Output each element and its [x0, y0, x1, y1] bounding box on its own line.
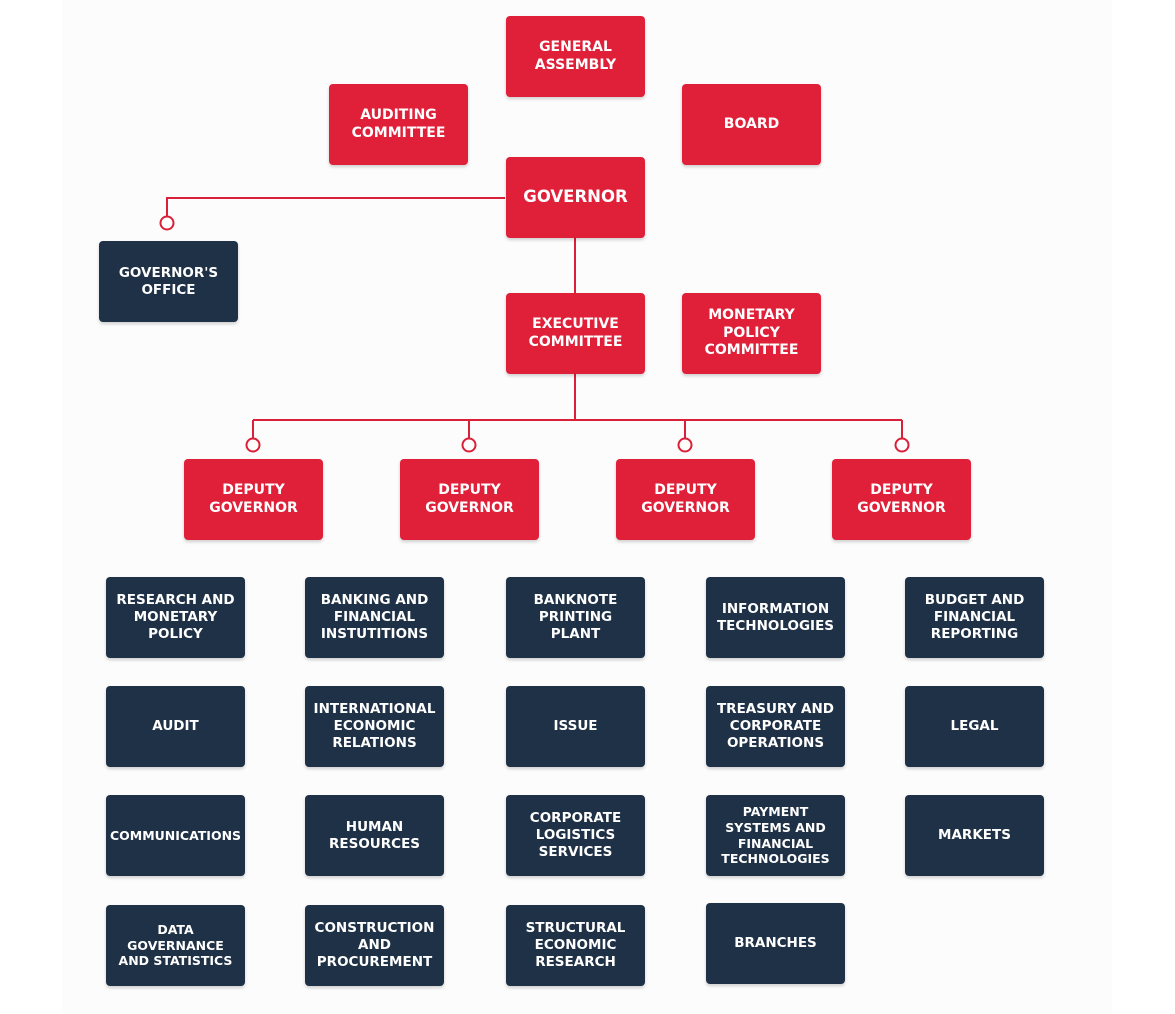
department-label: BANKING AND FINANCIAL INSTUTITIONS	[320, 592, 429, 642]
department-label: CORPORATE LOGISTICS SERVICES	[529, 810, 622, 860]
department-box: TREASURY AND CORPORATE OPERATIONS	[706, 686, 845, 767]
department-label: BANKNOTE PRINTING PLANT	[533, 592, 618, 642]
department-label: CONSTRUCTION AND PROCUREMENT	[314, 920, 435, 970]
department-label: HUMAN RESOURCES	[328, 818, 421, 852]
deputy-governor-box: DEPUTY GOVERNOR	[184, 459, 323, 540]
department-label: BRANCHES	[734, 935, 817, 952]
governors-office-label: GOVERNOR'S OFFICE	[118, 264, 219, 298]
department-label: COMMUNICATIONS	[109, 827, 242, 843]
department-label: AUDIT	[152, 718, 199, 735]
deputy-governor-label: DEPUTY GOVERNOR	[641, 482, 730, 516]
department-box: INTERNATIONAL ECONOMIC RELATIONS	[305, 686, 444, 767]
department-label: STRUCTURAL ECONOMIC RESEARCH	[525, 920, 626, 970]
department-box: AUDIT	[106, 686, 245, 767]
department-label: DATA GOVERNANCE AND STATISTICS	[118, 922, 233, 969]
department-box: CONSTRUCTION AND PROCUREMENT	[305, 905, 444, 986]
board-box: BOARD	[682, 84, 821, 165]
department-box: COMMUNICATIONS	[106, 795, 245, 876]
department-box: STRUCTURAL ECONOMIC RESEARCH	[506, 905, 645, 986]
department-box: RESEARCH AND MONETARY POLICY	[106, 577, 245, 658]
department-label: PAYMENT SYSTEMS AND FINANCIAL TECHNOLOGI…	[721, 804, 830, 867]
deputy-governor-box: DEPUTY GOVERNOR	[832, 459, 971, 540]
department-box: BANKING AND FINANCIAL INSTUTITIONS	[305, 577, 444, 658]
department-label: INTERNATIONAL ECONOMIC RELATIONS	[313, 701, 436, 751]
department-label: RESEARCH AND MONETARY POLICY	[116, 592, 235, 642]
deputy-governor-label: DEPUTY GOVERNOR	[857, 482, 946, 516]
department-label: LEGAL	[950, 718, 999, 735]
deputy-governor-box: DEPUTY GOVERNOR	[616, 459, 755, 540]
department-label: TREASURY AND CORPORATE OPERATIONS	[716, 701, 835, 751]
governor-box: GOVERNOR	[506, 157, 645, 238]
board-label: BOARD	[723, 115, 780, 132]
department-box: LEGAL	[905, 686, 1044, 767]
auditing-committee-label: AUDITING COMMITTEE	[351, 107, 446, 141]
department-box: MARKETS	[905, 795, 1044, 876]
auditing-committee-box: AUDITING COMMITTEE	[329, 84, 468, 165]
department-box: CORPORATE LOGISTICS SERVICES	[506, 795, 645, 876]
department-box: INFORMATION TECHNOLOGIES	[706, 577, 845, 658]
deputy-governor-label: DEPUTY GOVERNOR	[209, 482, 298, 516]
department-label: BUDGET AND FINANCIAL REPORTING	[924, 592, 1025, 642]
department-label: INFORMATION TECHNOLOGIES	[716, 600, 835, 634]
deputy-governor-label: DEPUTY GOVERNOR	[425, 482, 514, 516]
department-box: HUMAN RESOURCES	[305, 795, 444, 876]
monetary-policy-committee-label: MONETARY POLICY COMMITTEE	[704, 307, 799, 359]
deputy-governor-box: DEPUTY GOVERNOR	[400, 459, 539, 540]
governors-office-box: GOVERNOR'S OFFICE	[99, 241, 238, 322]
general-assembly-box: GENERAL ASSEMBLY	[506, 16, 645, 97]
department-box: BRANCHES	[706, 903, 845, 984]
governor-label: GOVERNOR	[523, 187, 628, 207]
executive-committee-label: EXECUTIVE COMMITTEE	[528, 316, 623, 350]
department-box: BANKNOTE PRINTING PLANT	[506, 577, 645, 658]
monetary-policy-committee-box: MONETARY POLICY COMMITTEE	[682, 293, 821, 374]
department-box: DATA GOVERNANCE AND STATISTICS	[106, 905, 245, 986]
department-label: MARKETS	[938, 827, 1011, 844]
department-box: BUDGET AND FINANCIAL REPORTING	[905, 577, 1044, 658]
department-box: ISSUE	[506, 686, 645, 767]
department-label: ISSUE	[553, 718, 598, 735]
department-box: PAYMENT SYSTEMS AND FINANCIAL TECHNOLOGI…	[706, 795, 845, 876]
executive-committee-box: EXECUTIVE COMMITTEE	[506, 293, 645, 374]
general-assembly-label: GENERAL ASSEMBLY	[534, 39, 617, 73]
